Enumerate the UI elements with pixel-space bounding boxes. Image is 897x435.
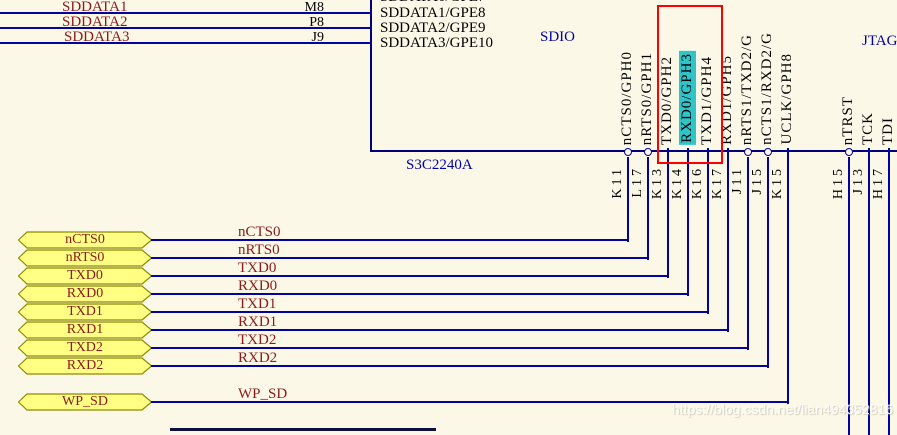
pin-number-m8: M8 [304, 0, 324, 15]
wire-tdi-vertical[interactable] [888, 148, 890, 435]
port-label: TXD0 [67, 268, 103, 283]
wire-ncts0-horizontal[interactable] [151, 239, 629, 241]
group-label-sdio: SDIO [540, 29, 576, 45]
port-rxd0[interactable]: RXD0 [18, 285, 152, 303]
pin-number-k16: K16 [690, 166, 705, 200]
pin-bubble-ncts1 [764, 148, 772, 156]
chip-pin-label-ncts1-rxd2: nCTS1/RXD2/G [759, 32, 775, 145]
wire-txd1-vertical[interactable] [707, 148, 709, 314]
pin-number-k17: K17 [710, 166, 725, 200]
net-label-sddata2[interactable]: SDDATA2 [62, 14, 128, 30]
port-label: TXD1 [67, 304, 103, 319]
chip-pin-label-nrts1-txd2: nRTS1/TXD2/G [739, 33, 755, 145]
pin-number-k14: K14 [670, 166, 685, 200]
port-rxd2[interactable]: RXD2 [18, 357, 152, 375]
wire-rxd2-horizontal[interactable] [151, 365, 769, 367]
wire-sddata2[interactable] [0, 27, 371, 29]
pin-bubble-nrts0 [644, 148, 652, 156]
pin-number-j11: J11 [730, 166, 745, 194]
chip-pin-label-tdi: TDI [880, 117, 896, 145]
wire-txd2-horizontal[interactable] [151, 347, 749, 349]
chip-pin-label-uclk-gph8: UCLK/GPH8 [779, 53, 795, 145]
group-label-jtag: JTAG [862, 33, 897, 49]
wire-txd2-vertical[interactable] [747, 157, 749, 350]
port-txd0[interactable]: TXD0 [18, 267, 152, 285]
pin-number-j15: J15 [750, 166, 765, 195]
chip-pin-label-sddata1-gpe8: SDDATA1/GPE8 [380, 5, 486, 21]
chip-pin-label-sddata3-gpe10: SDDATA3/GPE10 [380, 35, 493, 51]
wire-txd1-horizontal[interactable] [151, 311, 709, 313]
wire-txd0-horizontal[interactable] [151, 275, 669, 277]
wire-ntrst-vertical[interactable] [848, 157, 850, 435]
chip-pin-label-ncts0-gph0: nCTS0/GPH0 [619, 50, 635, 145]
port-label: WP_SD [62, 394, 108, 409]
chip-pin-label-ntrst: nTRST [840, 95, 856, 145]
net-label-txd2[interactable]: TXD2 [238, 332, 277, 348]
watermark: https://blog.csdn.net/lian494352816 [671, 401, 893, 417]
red-highlight-box [657, 5, 723, 164]
port-txd1[interactable]: TXD1 [18, 303, 152, 321]
wire-txd0-vertical[interactable] [667, 148, 669, 278]
net-label-nrts0[interactable]: nRTS0 [238, 242, 280, 258]
port-wpsd[interactable]: WP_SD [18, 393, 152, 411]
pin-number-j9: J9 [311, 30, 324, 45]
port-label: nRTS0 [65, 250, 105, 265]
part-name[interactable]: S3C2240A [406, 157, 473, 173]
net-label-rxd0[interactable]: RXD0 [238, 278, 278, 294]
pin-number-l17: L17 [630, 166, 645, 198]
wire-nrts0-vertical[interactable] [647, 157, 649, 260]
wire-rxd2-vertical[interactable] [767, 157, 769, 368]
wire-wpsd-horizontal[interactable] [151, 401, 789, 403]
net-label-rxd2[interactable]: RXD2 [238, 350, 278, 366]
wire-rxd0-horizontal[interactable] [151, 293, 689, 295]
wire-sddata1[interactable] [0, 12, 371, 14]
net-label-rxd1[interactable]: RXD1 [238, 314, 278, 330]
chip-pin-label-sddata0-gpe7: SDDATA0/GPE7 [380, 0, 485, 5]
net-label-sddata3[interactable]: SDDATA3 [64, 29, 130, 45]
pin-bubble-ncts0 [624, 148, 632, 156]
port-label: nCTS0 [65, 232, 105, 247]
pin-bubble-ntrst [845, 148, 853, 156]
net-label-sddata1[interactable]: SDDATA1 [62, 0, 128, 15]
port-rxd1[interactable]: RXD1 [18, 321, 152, 339]
wire-tck-vertical[interactable] [868, 148, 870, 435]
pin-number-k13: K13 [650, 166, 665, 200]
wire-rxd0-vertical[interactable] [687, 148, 689, 296]
chip-pin-label-tck: TCK [860, 112, 876, 145]
port-label: RXD1 [66, 322, 104, 337]
wire-wpsd-vertical[interactable] [787, 148, 789, 404]
port-txd2[interactable]: TXD2 [18, 339, 152, 357]
chip-pin-label-sddata2-gpe9: SDDATA2/GPE9 [380, 20, 486, 36]
wire-nrts0-horizontal[interactable] [151, 257, 649, 259]
port-ncts0[interactable]: nCTS0 [18, 231, 152, 249]
net-label-ncts0[interactable]: nCTS0 [238, 224, 281, 240]
pin-number-k11: K11 [610, 166, 625, 199]
bottom-wire[interactable] [170, 428, 436, 431]
pin-number-k15: K15 [770, 166, 785, 200]
port-label: RXD0 [66, 286, 104, 301]
net-label-txd1[interactable]: TXD1 [238, 296, 277, 312]
net-label-wpsd[interactable]: WP_SD [238, 386, 288, 402]
port-label: RXD2 [66, 358, 104, 373]
pin-number-h15: H15 [831, 166, 846, 200]
net-label-txd0[interactable]: TXD0 [238, 260, 277, 276]
wire-sddata3[interactable] [0, 42, 371, 44]
pin-number-h17: H17 [871, 166, 886, 200]
chip-s3c2240a[interactable] [370, 0, 897, 152]
port-label: TXD2 [67, 340, 103, 355]
port-nrts0[interactable]: nRTS0 [18, 249, 152, 267]
wire-ncts0-vertical[interactable] [627, 157, 629, 242]
pin-number-p8: P8 [309, 15, 324, 30]
pin-bubble-nrts1 [744, 148, 752, 156]
chip-pin-label-nrts0-gph1: nRTS0/GPH1 [639, 51, 655, 145]
wire-rxd1-horizontal[interactable] [151, 329, 729, 331]
pin-number-j13: J13 [851, 166, 866, 195]
wire-rxd1-vertical[interactable] [727, 148, 729, 332]
